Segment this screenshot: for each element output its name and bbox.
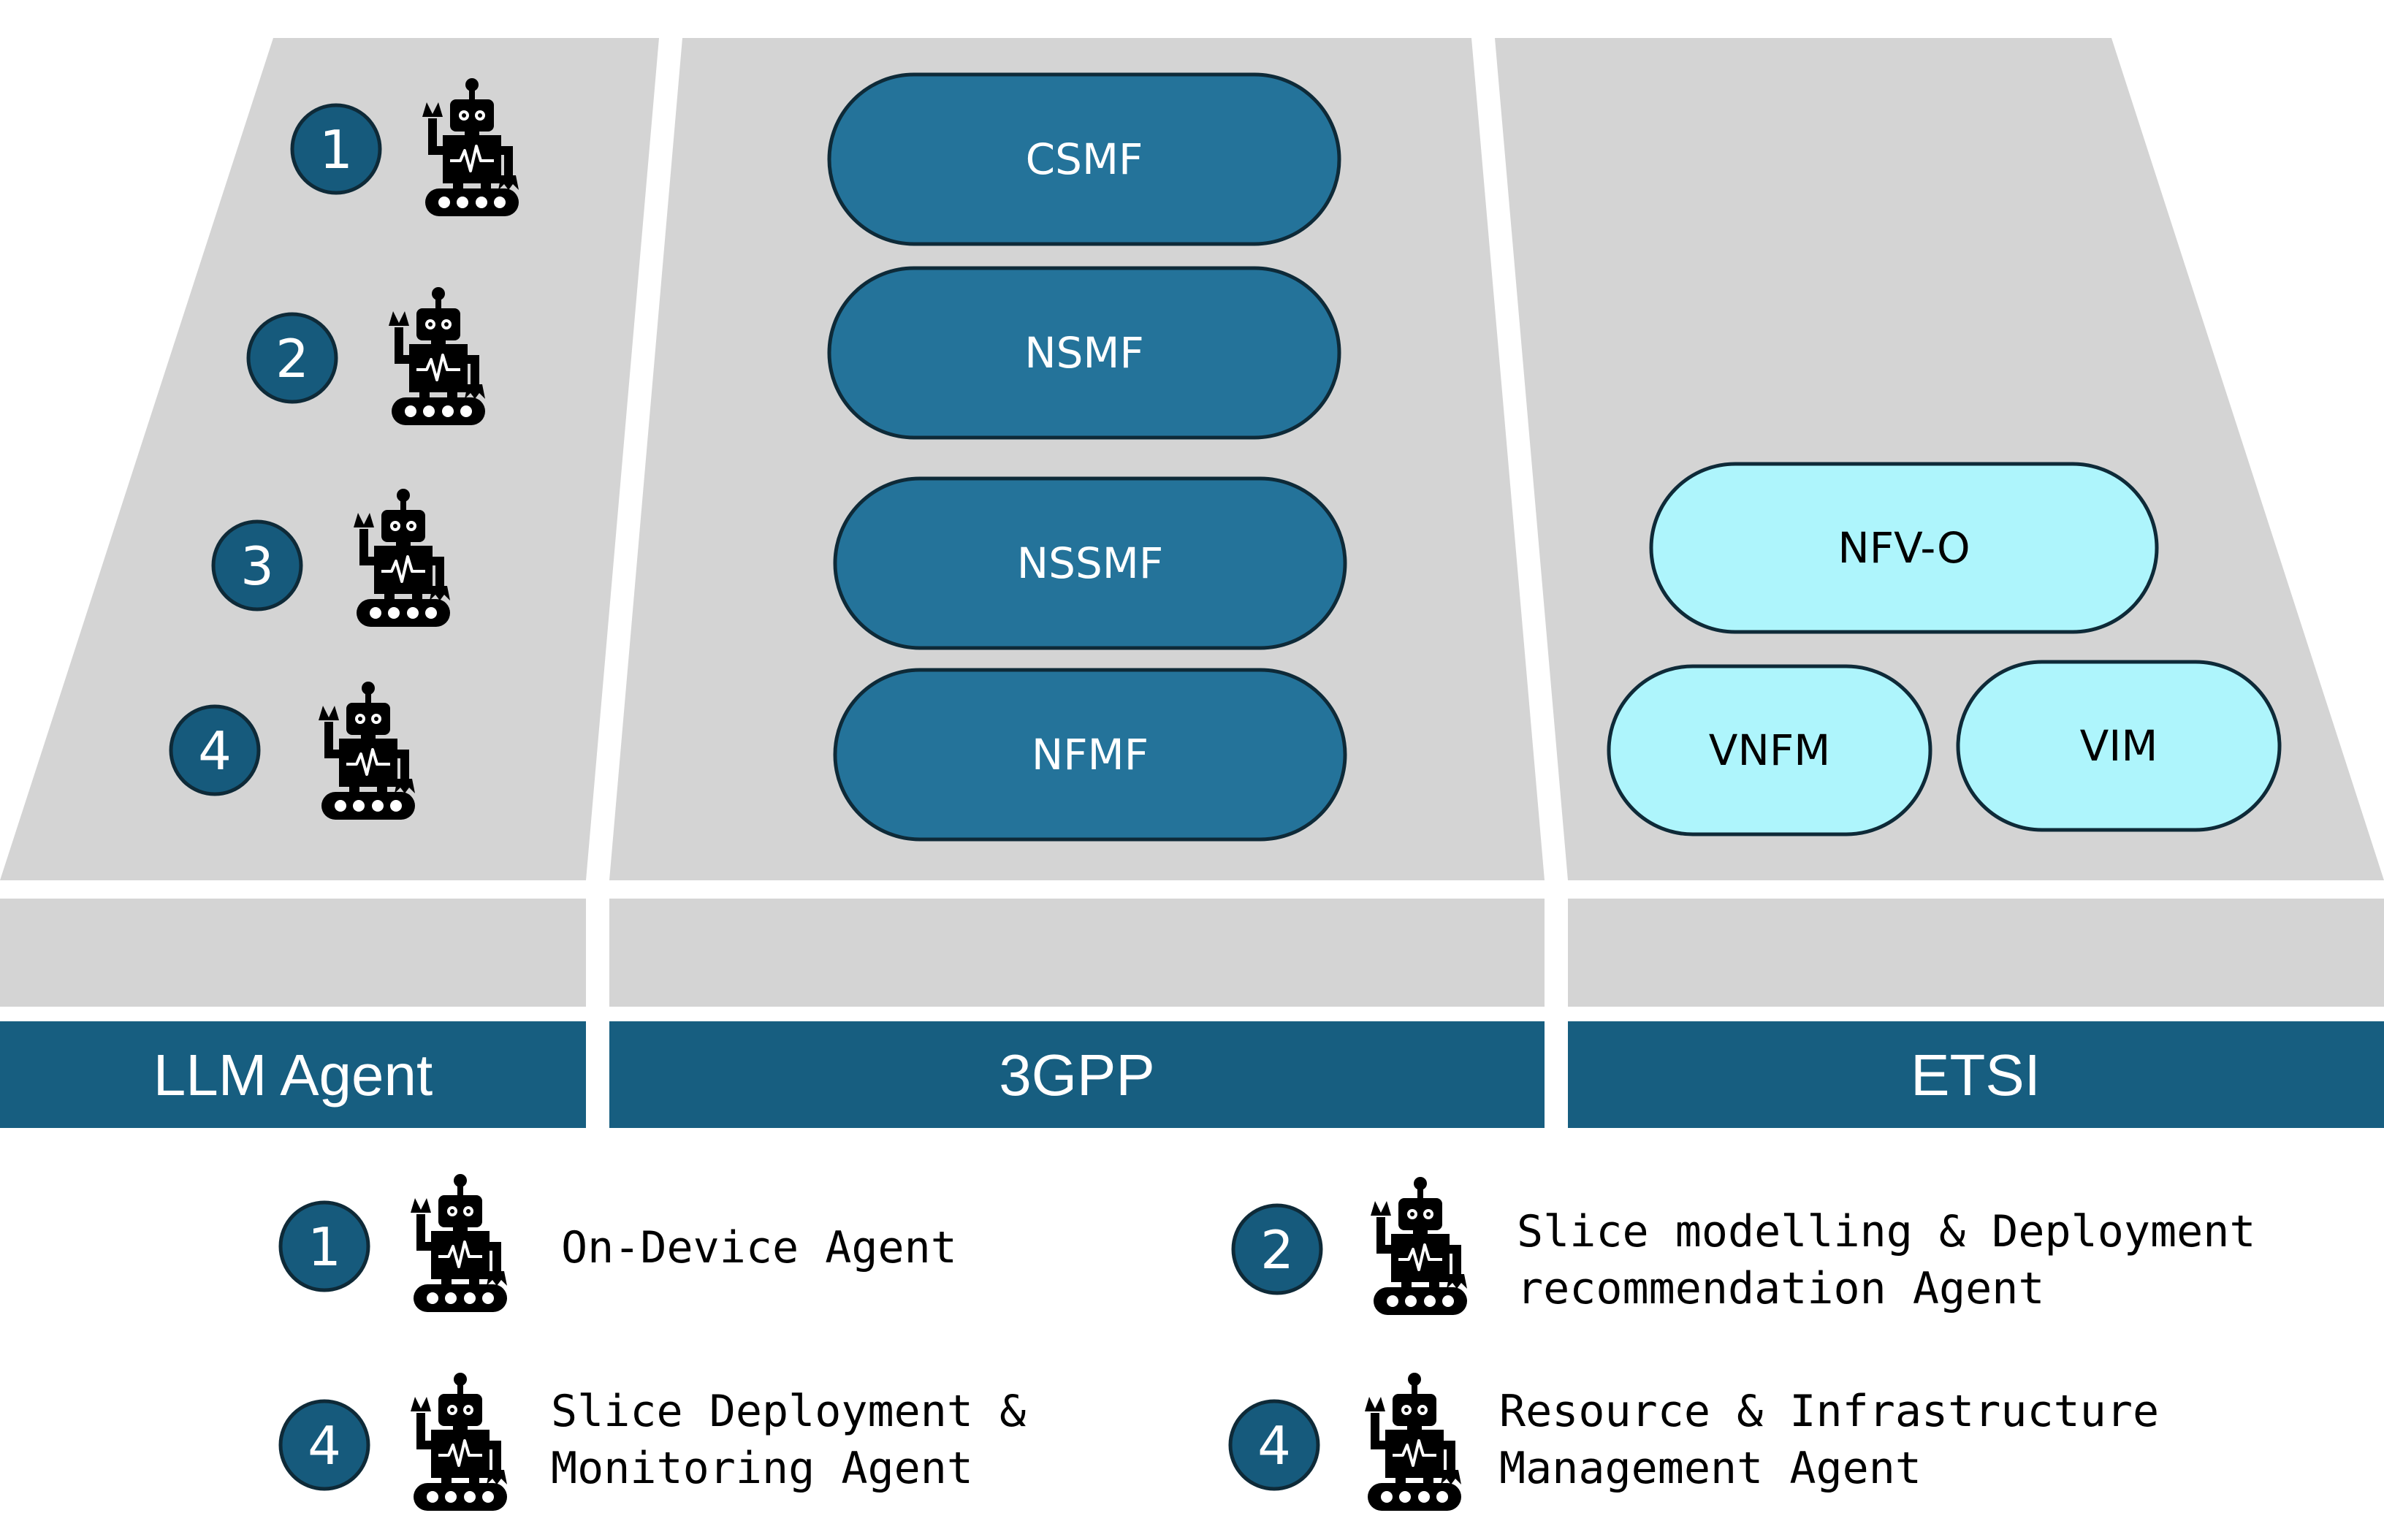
nfmf-label: NFMF [1032, 730, 1149, 779]
number-badge [169, 704, 261, 796]
number-badge [290, 103, 382, 195]
number-badge [1231, 1203, 1323, 1295]
nfmf-pill [833, 668, 1347, 842]
category-label-3gpp: 3GPP [999, 1042, 1154, 1108]
legend: 1 On-Device Agent 2 Slice modelling & De… [278, 1173, 2255, 1512]
number-badge-label: 3 [240, 535, 274, 597]
agent-row: 4 [169, 680, 416, 821]
robot-icon [409, 1173, 509, 1314]
legend-label: Slice Deployment & [551, 1386, 1026, 1437]
agent-row: 2 [246, 286, 487, 427]
nsmf-pill [827, 266, 1341, 440]
llm-agent-shelf [0, 899, 586, 1007]
number-badge [246, 312, 338, 404]
robot-icon [409, 1371, 509, 1512]
number-badge [278, 1399, 370, 1491]
number-badge-label: 1 [308, 1216, 341, 1278]
number-badge-label: 2 [1260, 1219, 1294, 1281]
nssmf-pill [833, 476, 1347, 650]
threegpp-shelf [609, 899, 1545, 1007]
vnfm-pill [1607, 664, 1932, 836]
number-badge [1228, 1399, 1320, 1491]
agent-row: 1 [290, 77, 520, 218]
legend-item: 2 Slice modelling & Deployment recommend… [1231, 1175, 2255, 1316]
agent-list: 1 2 3 4 [169, 77, 520, 821]
legend-label: Management Agent [1499, 1443, 1922, 1494]
category-bar: LLM Agent 3GPP ETSI [0, 1021, 2384, 1128]
legend-label: Slice modelling & Deployment [1517, 1206, 2255, 1257]
nfv-o-pill [1649, 462, 2159, 634]
vim-label: VIM [2080, 721, 2158, 771]
number-badge-label: 2 [275, 328, 309, 389]
robot-icon [1363, 1371, 1463, 1512]
agent-row: 3 [211, 487, 452, 628]
threegpp-panel [609, 38, 1545, 880]
category-llm-agent [0, 1021, 586, 1128]
legend-label: On-Device Agent [561, 1222, 957, 1273]
category-label-etsi: ETSI [1911, 1042, 2041, 1108]
legend-item: 1 On-Device Agent [278, 1173, 957, 1314]
nssmf-label: NSSMF [1017, 538, 1163, 588]
etsi-shelf [1568, 899, 2384, 1007]
nfv-o-label: NFV-O [1837, 523, 1970, 573]
legend-item: 4 Resource & Infrastructure Management A… [1228, 1371, 2159, 1512]
robot-icon [1369, 1175, 1469, 1316]
number-badge [211, 519, 303, 611]
number-badge-label: 4 [308, 1415, 341, 1476]
vim-pill [1956, 660, 2282, 832]
category-etsi [1568, 1021, 2384, 1128]
legend-item: 4 Slice Deployment & Monitoring Agent [278, 1371, 1026, 1512]
number-badge [278, 1200, 370, 1292]
csmf-label: CSMF [1026, 134, 1143, 184]
number-badge-label: 4 [198, 720, 232, 782]
threegpp-functions: CSMF NSMF NSSMF NFMF [827, 72, 1347, 842]
legend-label: Monitoring Agent [551, 1443, 973, 1494]
number-badge-label: 4 [1257, 1415, 1291, 1476]
legend-label: Resource & Infrastructure [1499, 1386, 2159, 1437]
etsi-functions: NFV-O VNFM VIM [1607, 462, 2282, 836]
vnfm-label: VNFM [1709, 725, 1830, 775]
nsmf-label: NSMF [1024, 328, 1144, 378]
number-badge-label: 1 [319, 119, 353, 180]
csmf-pill [827, 72, 1341, 246]
category-3gpp [609, 1021, 1545, 1128]
category-label-llm-agent: LLM Agent [153, 1042, 433, 1108]
legend-label: recommendation Agent [1517, 1263, 2044, 1314]
llm-agent-panel [0, 38, 659, 880]
